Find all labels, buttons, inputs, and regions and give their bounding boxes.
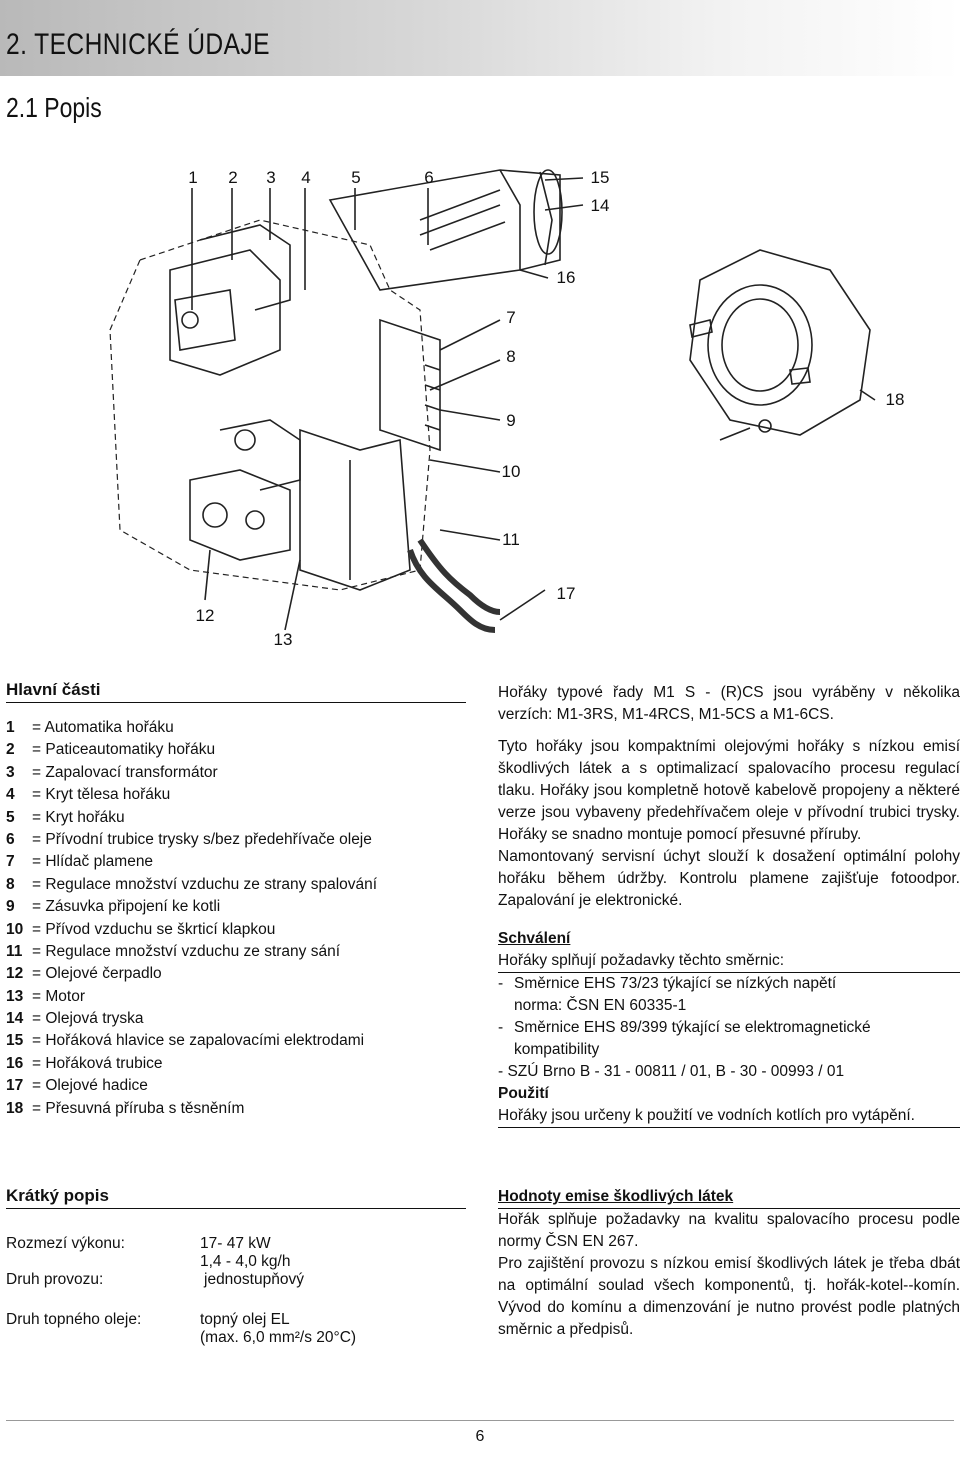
callout-5: 5 [351,168,361,187]
section-title: 2.1 Popis [6,92,102,123]
fuel-value-2: (max. 6,0 mm²/s 20°C) [200,1329,357,1346]
footer-rule [6,1420,954,1421]
intro-paragraph-3: Namontovaný servisní úchyt slouží k dosa… [498,848,960,909]
short-description-section: Krátký popis Rozmezí výkonu: 17- 47 kW 1… [6,1186,466,1347]
list-item: 4= Kryt tělesa hořáku [6,786,171,804]
callout-9: 9 [506,411,516,430]
main-parts-section: Hlavní části 1= Automatika hořáku 2= Pat… [6,680,466,1120]
list-item: 2= Paticeautomatiky hořáku [6,741,216,759]
callout-14: 14 [590,196,610,215]
usage-text: Hořáky jsou určeny k použití ve vodních … [498,1105,960,1128]
power-range-value-2: 1,4 - 4,0 kg/h [200,1253,291,1270]
burner-illustration: 1 2 3 4 5 6 15 14 16 7 8 18 9 10 11 17 1… [0,150,960,670]
emissions-heading: Hodnoty emise škodlivých látek [498,1188,734,1205]
intro-paragraph-2: Tyto hořáky jsou kompaktními olejovými h… [498,738,960,843]
callout-4: 4 [301,168,311,187]
list-item: 17= Olejové hadice [6,1077,148,1095]
list-item: 9= Zásuvka připojení ke kotli [6,898,221,916]
callout-7: 7 [506,308,516,327]
operation-value: jednostupňový [204,1271,304,1288]
approval-intro: Hořáky splňují požadavky těchto směrnic: [498,950,960,973]
callout-6: 6 [424,168,434,187]
parts-list: 1= Automatika hořáku 2= Paticeautomatiky… [6,717,466,1120]
spec-row-fuel-2: (max. 6,0 mm²/s 20°C) [6,1329,466,1347]
list-item: 1= Automatika hořáku [6,719,174,736]
approval-bullet-1-line-2: norma: ČSN EN 60335-1 [514,997,687,1014]
callout-10: 10 [501,462,521,481]
callout-15: 15 [590,168,610,187]
burner-drawing [109,169,876,633]
list-item: 6= Přívodní trubice trysky s/bez předehř… [6,830,372,848]
list-item: 15= Hořáková hlavice se zapalovacími ele… [6,1032,365,1050]
emissions-section: Hodnoty emise škodlivých látek Hořák spl… [498,1186,960,1341]
callout-8: 8 [506,347,516,366]
fuel-value: topný olej EL [200,1311,290,1328]
approval-bullet-2-text: Směrnice EHS 89/399 týkající se elektrom… [514,1019,871,1058]
callout-12: 12 [195,606,215,625]
description-column: Hořáky typové řady M1 S - (R)CS jsou vyr… [498,682,960,1128]
callout-1: 1 [188,168,198,187]
callout-13: 13 [273,630,293,649]
list-item: 16= Hořáková trubice [6,1054,163,1072]
callout-2: 2 [228,168,238,187]
list-item: 10= Přívod vzduchu se škrticí klapkou [6,920,276,938]
intro-paragraph-1: Hořáky typové řady M1 S - (R)CS jsou vyr… [498,684,960,723]
fuel-label: Druh topného oleje: [6,1311,142,1328]
callout-17: 17 [556,584,576,603]
emissions-paragraph-1: Hořák splňuje požadavky na kvalitu spalo… [498,1208,960,1253]
list-item: 8= Regulace množství vzduchu ze strany s… [6,875,378,893]
list-item: 13= Motor [6,987,85,1005]
spec-row-operation: Druh provozu: jednostupňový [6,1271,466,1289]
chapter-title: 2. TECHNICKÉ ÚDAJE [6,28,270,61]
usage-heading: Použití [498,1085,549,1102]
power-range-label: Rozmezí výkonu: [6,1235,125,1252]
list-item: 7= Hlídač plamene [6,853,154,871]
page-number: 6 [475,1428,485,1445]
header-band [0,0,960,76]
callout-11: 11 [502,530,520,549]
spec-table: Rozmezí výkonu: 17- 47 kW 1,4 - 4,0 kg/h… [6,1235,466,1347]
spec-row-fuel: Druh topného oleje: topný olej EL [6,1311,466,1329]
operation-label: Druh provozu: [6,1271,104,1288]
list-item: 3= Zapalovací transformátor [6,763,218,781]
callout-18: 18 [885,390,905,409]
approval-bullet-1: - Směrnice EHS 73/23 týkající se nízkých… [498,973,960,1017]
spec-row-power: Rozmezí výkonu: 17- 47 kW [6,1235,466,1253]
list-item: 11= Regulace množství vzduchu ze strany … [6,942,341,960]
callout-3: 3 [266,168,276,187]
list-item: 12= Olejové čerpadlo [6,965,162,983]
power-range-value: 17- 47 kW [200,1235,271,1252]
spec-row-power-2: 1,4 - 4,0 kg/h [6,1253,466,1271]
list-item: 18= Přesuvná příruba s těsněním [6,1099,245,1117]
emissions-paragraph-2: Pro zajištění provozu s nízkou emisí ško… [498,1255,960,1338]
approval-bullet-1-line-1: Směrnice EHS 73/23 týkající se nízkých n… [514,975,837,992]
list-item: 5= Kryt hořáku [6,808,125,826]
approval-heading: Schválení [498,930,571,947]
short-description-heading: Krátký popis [6,1186,466,1209]
callout-16: 16 [556,268,576,287]
approval-bullet-2: - Směrnice EHS 89/399 týkající se elektr… [498,1017,960,1061]
main-parts-heading: Hlavní části [6,680,466,703]
list-item: 14= Olejová tryska [6,1010,144,1028]
approval-szu: - SZÚ Brno B - 31 - 00811 / 01, B - 30 -… [498,1063,845,1080]
